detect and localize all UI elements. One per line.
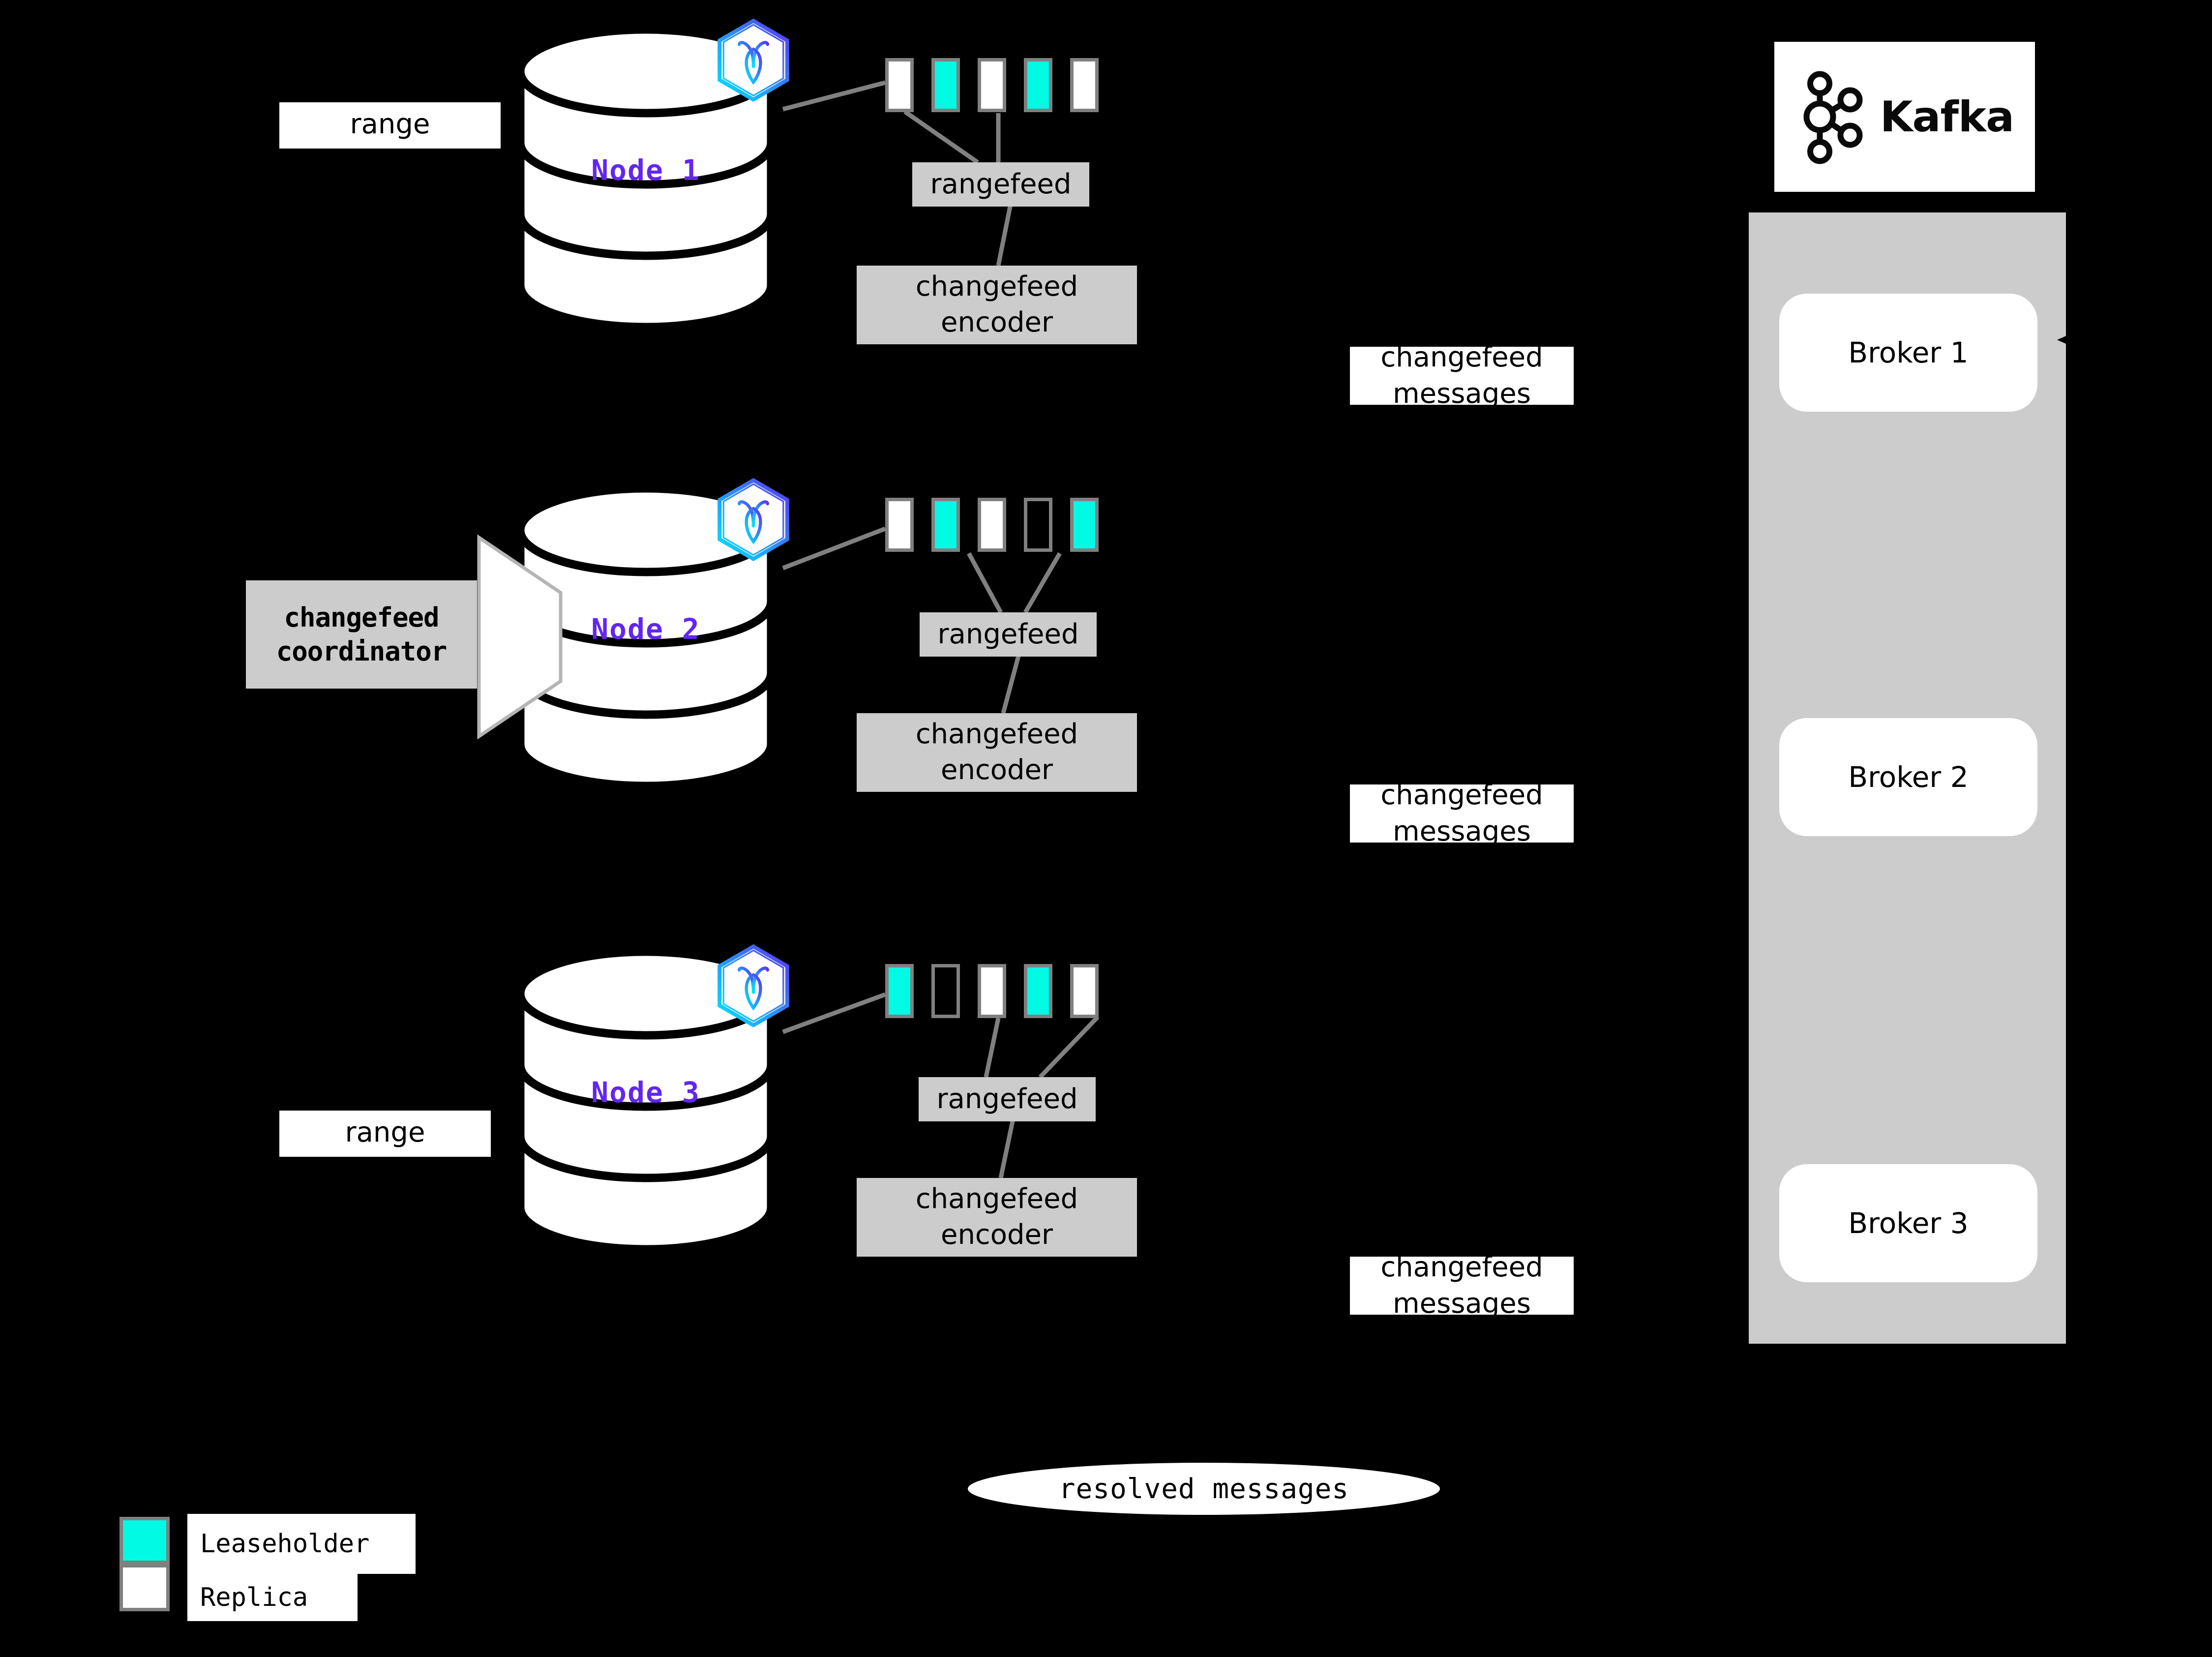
changefeed-coordinator-pointer <box>477 534 563 740</box>
node-3-range-2[interactable] <box>931 964 960 1018</box>
kafka-wordmark: Kafka <box>1880 92 2014 142</box>
broker-2[interactable]: Broker 2 <box>1779 718 2037 836</box>
coordinator-line-1: changefeed <box>284 602 439 633</box>
node-1-range-3[interactable] <box>978 58 1006 112</box>
range-checkpoints-line-2: checkpoints <box>307 145 473 177</box>
resolved-messages-pill: resolved messages <box>968 1463 1440 1515</box>
node-1-changefeed-messages-label: changefeed messages <box>1350 341 1574 410</box>
node-1-range-1[interactable] <box>885 58 914 112</box>
messages-line-2: messages <box>1393 815 1531 847</box>
node-3-changefeed-encoder-box[interactable]: changefeed encoder <box>857 1178 1137 1257</box>
broker-1[interactable]: Broker 1 <box>1779 294 2037 412</box>
node-3-label: Node 3 <box>591 1076 700 1109</box>
cockroachdb-hexagon-icon <box>714 943 793 1030</box>
changefeed-coordinator-box[interactable]: changefeed coordinator <box>246 580 477 689</box>
node-2-range-5[interactable] <box>1070 498 1099 552</box>
node-1-range-4[interactable] <box>1024 58 1052 112</box>
node-3-changefeed-messages-label: changefeed messages <box>1350 1251 1574 1320</box>
kafka-logo-box: Kafka <box>1774 42 2035 192</box>
broker-3[interactable]: Broker 3 <box>1779 1164 2037 1282</box>
encoder-line-2: encoder <box>940 754 1053 786</box>
broker-inbound-arrow-icon <box>2057 332 2075 348</box>
kafka-logo-icon <box>1803 71 1863 164</box>
coordinator-line-2: coordinator <box>276 636 448 667</box>
node-3-rangefeed-box[interactable]: rangefeed <box>919 1077 1096 1121</box>
legend-label-leaseholder: Leaseholder <box>187 1514 416 1574</box>
range-checkpoints-line-2: checkpoints <box>302 1153 468 1185</box>
node-2-range-3[interactable] <box>978 498 1006 552</box>
node-3-range-checkpoints-label: range checkpoints <box>279 1111 491 1185</box>
encoder-line-1: changefeed <box>915 718 1078 751</box>
node-2-changefeed-encoder-box[interactable]: changefeed encoder <box>857 713 1137 792</box>
encoder-line-2: encoder <box>940 1219 1053 1251</box>
messages-line-1: changefeed <box>1380 341 1543 374</box>
legend-label-replica: Replica <box>187 1574 358 1621</box>
cockroachdb-hexagon-icon <box>714 477 793 564</box>
node-3-range-1[interactable] <box>885 964 914 1018</box>
node-1-range-2[interactable] <box>931 58 960 112</box>
legend: Leaseholder Replica <box>120 1514 416 1621</box>
encoder-line-1: changefeed <box>915 1183 1078 1215</box>
node-3-range-5[interactable] <box>1070 964 1099 1018</box>
encoder-line-1: changefeed <box>915 271 1078 303</box>
messages-line-1: changefeed <box>1380 1251 1543 1284</box>
messages-line-2: messages <box>1393 1288 1531 1320</box>
legend-swatch-replica <box>120 1564 170 1611</box>
node-1-range-checkpoints-label: range checkpoints <box>279 102 501 177</box>
node-2-changefeed-messages-label: changefeed messages <box>1350 779 1574 847</box>
kafka-broker-panel: Broker 1 Broker 2 Broker 3 <box>1749 212 2066 1344</box>
node-1-range-5[interactable] <box>1070 58 1099 112</box>
node-1-label: Node 1 <box>591 153 700 187</box>
node-3-cylinder: Node 3 <box>515 947 776 1252</box>
range-checkpoints-line-1: range <box>350 108 430 140</box>
node-1-cylinder: Node 1 <box>515 25 776 330</box>
node-2-range-1[interactable] <box>885 498 914 552</box>
node-2-rangefeed-box[interactable]: rangefeed <box>920 612 1097 657</box>
node-1-rangefeed-box[interactable]: rangefeed <box>912 162 1089 207</box>
node-3-range-4[interactable] <box>1024 964 1052 1018</box>
node-2-label: Node 2 <box>591 612 700 646</box>
legend-swatch-leaseholder <box>120 1517 170 1564</box>
cockroachdb-hexagon-icon <box>714 18 793 104</box>
messages-line-2: messages <box>1393 378 1531 410</box>
node-2-range-2[interactable] <box>931 498 960 552</box>
range-checkpoints-line-1: range <box>345 1116 425 1148</box>
messages-line-1: changefeed <box>1380 779 1543 812</box>
node-3-range-3[interactable] <box>978 964 1006 1018</box>
node-2-range-4[interactable] <box>1024 498 1052 552</box>
node-1-changefeed-encoder-box[interactable]: changefeed encoder <box>857 266 1137 344</box>
encoder-line-2: encoder <box>940 306 1053 338</box>
